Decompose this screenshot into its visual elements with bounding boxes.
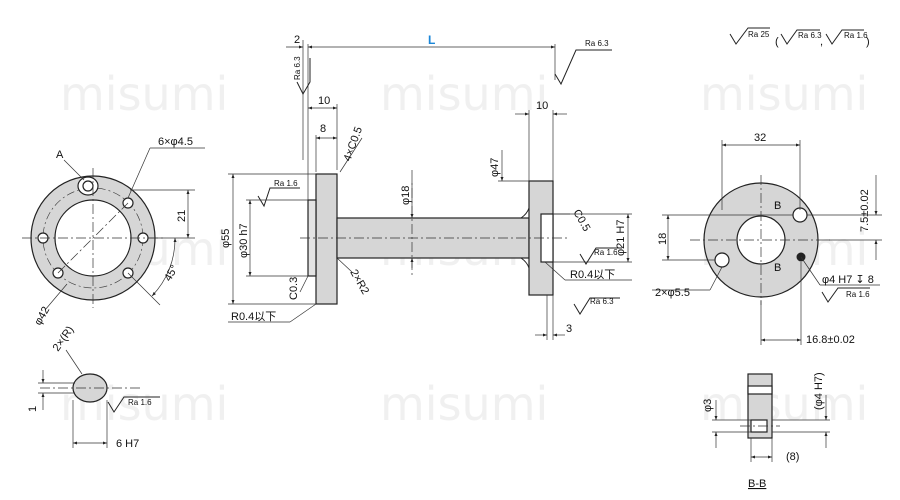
surface-symbol	[296, 58, 311, 96]
leader	[544, 261, 566, 281]
dim-L: L	[428, 33, 435, 47]
surface-symbol	[579, 247, 622, 265]
bolt-hole	[714, 252, 730, 268]
ra-vertical: Ra 6.3	[293, 56, 302, 80]
ra-general: Ra 25	[748, 30, 770, 39]
left-flange	[315, 173, 338, 305]
phi55: φ55	[220, 229, 232, 248]
detail-ra: Ra 1.6	[128, 398, 152, 407]
slot-dim: 6 H7	[116, 438, 139, 450]
ra-left: Ra 1.6	[274, 179, 298, 188]
dim-2: 2	[294, 34, 300, 46]
dim-75: 7.5±0.02	[859, 189, 871, 232]
fillet	[520, 207, 530, 269]
angle-leg	[127, 272, 161, 306]
leader	[709, 266, 723, 291]
phi3: φ3	[702, 399, 714, 412]
watermark: misumi	[700, 67, 868, 121]
leader	[339, 137, 363, 173]
pin-hole-inner	[82, 180, 94, 192]
section-label: B-B	[748, 478, 766, 490]
separator: ,	[820, 36, 823, 48]
angle-arc	[151, 237, 177, 297]
leader	[336, 257, 353, 273]
surface-symbol	[821, 287, 870, 303]
surface-symbol	[825, 29, 864, 45]
phi4: (φ4 H7)	[813, 372, 825, 410]
c03: C0.3	[288, 277, 300, 300]
center-line	[57, 202, 129, 274]
leader	[299, 275, 309, 293]
ra-mid: Ra 1.6	[594, 248, 618, 257]
dim-21: 21	[176, 210, 188, 222]
hole-callout: 6×φ4.5	[158, 136, 193, 148]
r04-left: R0.4以下	[231, 311, 276, 323]
section-bb: φ3 (φ4 H7) (8) B-B	[702, 372, 830, 490]
paren-close: )	[866, 36, 870, 48]
r-callout: 2×(R)	[51, 324, 77, 354]
leader	[44, 283, 68, 311]
c05: C0.5	[570, 208, 592, 234]
leader	[63, 159, 85, 181]
phi30: φ30 h7	[238, 223, 250, 258]
bolt-hole	[792, 207, 808, 223]
left-front-view: A 6×φ4.5 21 45° φ42	[22, 136, 205, 328]
dim-18: 18	[657, 233, 669, 245]
dim-3: 3	[566, 323, 572, 335]
two-r2: 2×R2	[347, 268, 371, 297]
right-ra: Ra 1.6	[846, 290, 870, 299]
dim-10a: 10	[318, 95, 330, 107]
leader	[65, 349, 83, 375]
section-bore	[747, 385, 773, 395]
surface-symbol	[780, 29, 820, 45]
dim-168: 16.8±0.02	[806, 334, 855, 346]
surface-symbol	[107, 396, 160, 413]
watermark: misumi	[700, 377, 868, 431]
side-view: 2 L Ra 6.3 Ra 6.3 10 8 4×C0.5 Ra 1.6 φ55…	[220, 33, 632, 340]
watermark: misumi	[60, 67, 228, 121]
dim-10b: 10	[536, 100, 548, 112]
right-front-view: 32 7.5±0.02 18 B B φ4 H7 ↧ 8 Ra 1.6 2×φ5…	[652, 132, 882, 346]
label-b-top: B	[774, 200, 781, 212]
dim-32: 32	[754, 132, 766, 144]
ra-alt-2: Ra 1.6	[844, 31, 868, 40]
surface-symbol	[554, 49, 612, 86]
phi47: φ47	[489, 158, 501, 177]
surface-symbol	[257, 187, 300, 208]
chamfer: 4×C0.5	[342, 125, 366, 163]
surface-symbol	[729, 27, 770, 45]
hole-callout: 2×φ5.5	[655, 287, 690, 299]
surface-finish-note: Ra 25 ( Ra 6.3 , Ra 1.6 )	[729, 27, 870, 48]
ra-top: Ra 6.3	[585, 39, 609, 48]
paren-open: (	[775, 36, 779, 48]
watermark: misumi	[380, 377, 548, 431]
label-a: A	[56, 149, 64, 161]
surface-symbol	[573, 297, 620, 315]
label-b-bottom: B	[774, 262, 781, 274]
dim-8: 8	[320, 123, 326, 135]
leader	[289, 303, 317, 323]
phi18: φ18	[400, 186, 412, 205]
phi21: φ21 H7	[615, 220, 627, 257]
leader	[127, 147, 151, 199]
pin-callout: φ4 H7 ↧ 8	[822, 274, 874, 286]
ra-alt-1: Ra 6.3	[798, 31, 822, 40]
ra-bottom: Ra 6.3	[590, 297, 614, 306]
dim-1: 1	[27, 406, 39, 412]
r04-right: R0.4以下	[570, 269, 615, 281]
dim-8-section: (8)	[786, 451, 799, 463]
leader	[800, 256, 821, 286]
pcd: φ42	[32, 305, 52, 328]
watermark: misumi	[380, 67, 548, 121]
